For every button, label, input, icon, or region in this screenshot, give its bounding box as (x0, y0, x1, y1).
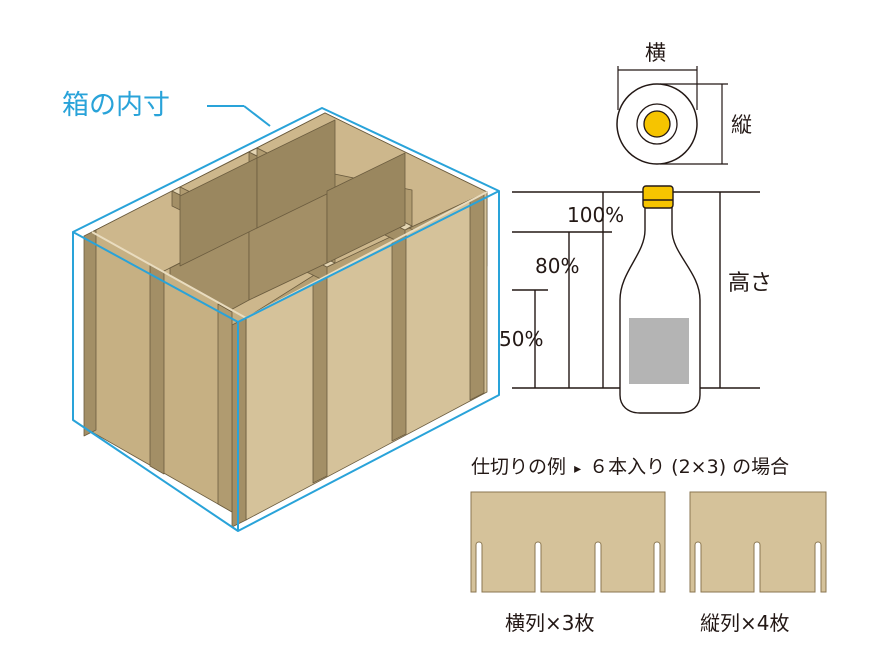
box-dimension-label: 箱の内寸 (62, 90, 170, 121)
bottle-cap (642, 185, 674, 209)
bottle-cap-icon (643, 110, 671, 138)
box-illustration (83, 112, 488, 528)
inner-dimension-outline (72, 107, 500, 532)
partition-caption: 仕切りの例 ▸ ６本入り (2×3) の場合 (471, 456, 789, 478)
caption-arrow-icon: ▸ (574, 461, 581, 477)
tab-left-2 (217, 303, 233, 513)
bottle-side-view (512, 185, 760, 414)
partition-caption-title: 仕切りの例 (471, 456, 566, 478)
vertical-partition-panel (689, 491, 827, 593)
tab-left-corner (83, 229, 97, 437)
level-100: 100% (567, 203, 624, 227)
bottle-label (629, 318, 689, 384)
bottle-top-view (616, 66, 728, 165)
vertical-panel-label: 縦列×4枚 (700, 611, 789, 635)
partition-case-text: ６本入り (2×3) の場合 (589, 456, 789, 478)
height-label: 高さ (728, 271, 772, 296)
horizontal-partition-panel (470, 491, 666, 593)
tab-left-1 (149, 264, 165, 475)
horizontal-panel-label: 横列×3枚 (505, 611, 594, 635)
box-label-leader-diag (243, 105, 271, 127)
width-label: 横 (645, 41, 666, 65)
partition-short-5 (326, 152, 406, 264)
depth-label: 縦 (731, 113, 752, 137)
tab-front-3 (469, 193, 485, 401)
level-80: 80% (535, 254, 579, 278)
tab-front-1 (312, 275, 328, 484)
level-50: 50% (499, 327, 543, 351)
